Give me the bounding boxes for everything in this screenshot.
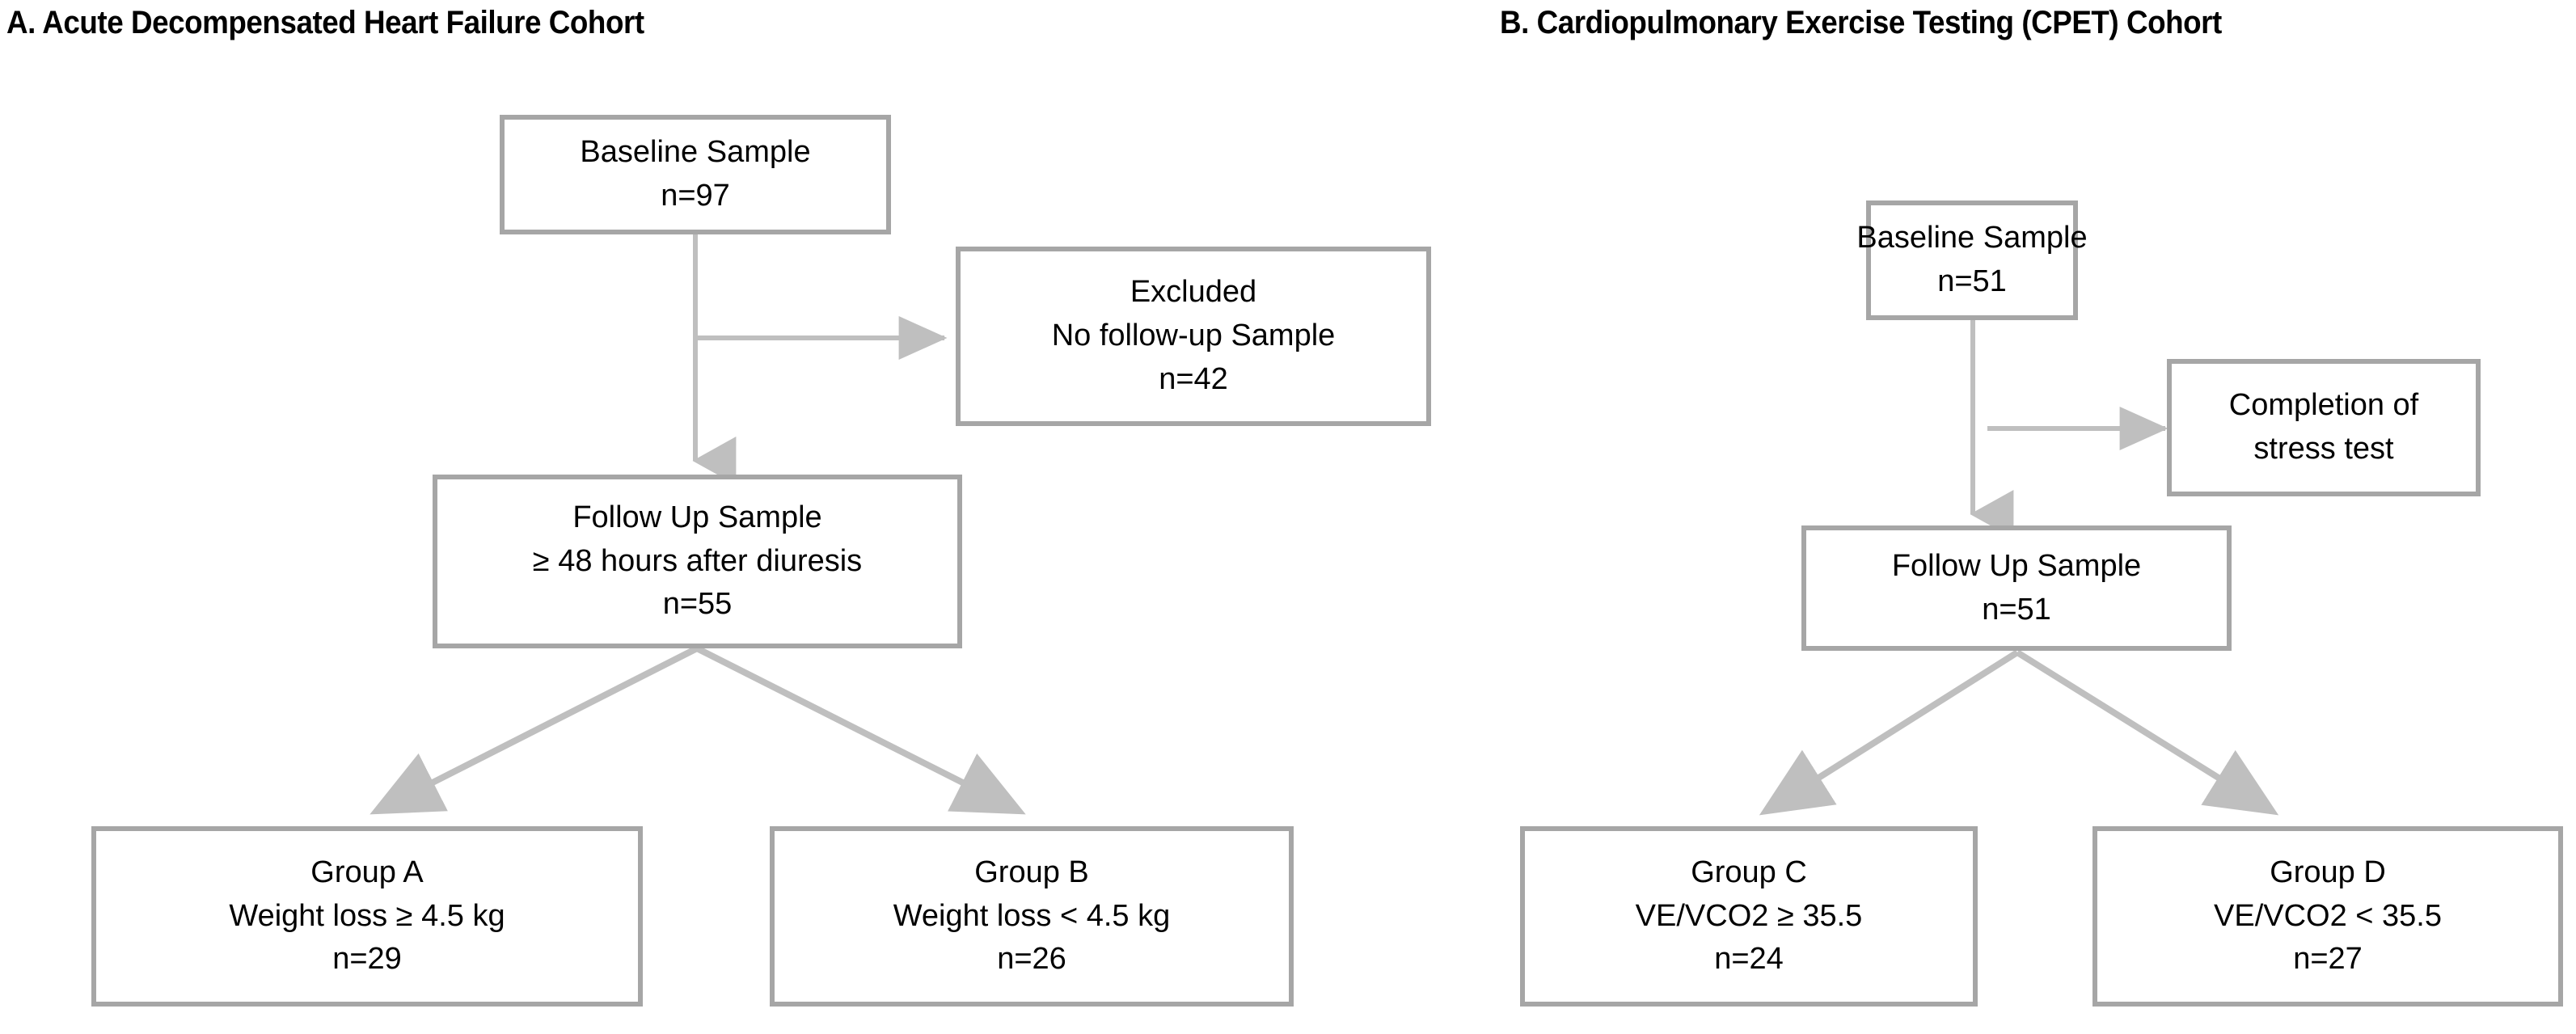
node-line: Baseline Sample — [580, 135, 811, 170]
node-line: Weight loss < 4.5 kg — [893, 898, 1171, 933]
node-line: No follow-up Sample — [1051, 319, 1336, 353]
node-b-followup-sample[interactable]: Follow Up Sample n=51 — [1801, 525, 2232, 651]
node-line: Group B — [974, 855, 1089, 889]
node-line: n=51 — [1982, 592, 2051, 627]
node-line: VE/VCO2 ≥ 35.5 — [1635, 898, 1863, 933]
panel-b-title: B. Cardiopulmonary Exercise Testing (CPE… — [1500, 5, 2222, 40]
edge-a-followup-to-group-a — [370, 645, 699, 815]
node-line: n=55 — [662, 587, 733, 622]
node-line: Weight loss ≥ 4.5 kg — [229, 898, 505, 933]
node-b-group-c[interactable]: Group C VE/VCO2 ≥ 35.5 n=24 — [1520, 826, 1978, 1007]
node-line: ≥ 48 hours after diuresis — [532, 543, 863, 578]
node-line: n=42 — [1159, 361, 1228, 396]
node-line: n=26 — [997, 942, 1066, 977]
node-line: Follow Up Sample — [572, 500, 822, 534]
node-line: Excluded — [1130, 275, 1257, 310]
node-a-followup-sample[interactable]: Follow Up Sample ≥ 48 hours after diures… — [433, 475, 962, 648]
node-b-group-d[interactable]: Group D VE/VCO2 < 35.5 n=27 — [2092, 826, 2563, 1007]
node-line: Baseline Sample — [1856, 221, 2088, 255]
edge-b-followup-to-group-c — [1759, 649, 2020, 816]
node-a-excluded[interactable]: Excluded No follow-up Sample n=42 — [956, 247, 1431, 426]
node-line: stress test — [2253, 432, 2394, 466]
node-a-group-b[interactable]: Group B Weight loss < 4.5 kg n=26 — [770, 826, 1294, 1007]
node-line: Group A — [310, 855, 424, 889]
node-line: n=97 — [661, 179, 730, 213]
node-line: Completion of — [2228, 388, 2419, 423]
node-a-group-a[interactable]: Group A Weight loss ≥ 4.5 kg n=29 — [91, 826, 643, 1007]
node-b-baseline-sample[interactable]: Baseline Sample n=51 — [1856, 200, 2088, 320]
node-line: Group D — [2270, 855, 2386, 889]
node-line: n=24 — [1714, 942, 1784, 977]
node-line: VE/VCO2 < 35.5 — [2214, 898, 2442, 933]
edge-b-followup-to-group-d — [2015, 649, 2279, 816]
node-line: n=51 — [1937, 264, 2007, 298]
node-line: Group C — [1691, 855, 1807, 889]
node-a-baseline-sample[interactable]: Baseline Sample n=97 — [500, 115, 891, 234]
panel-a-title: A. Acute Decompensated Heart Failure Coh… — [6, 5, 644, 40]
edge-a-followup-to-group-b — [695, 645, 1026, 815]
node-line: n=29 — [332, 942, 402, 977]
node-line: Follow Up Sample — [1891, 548, 2142, 583]
node-line: n=27 — [2293, 942, 2363, 977]
node-b-completion-of-stress-test[interactable]: Completion of stress test — [2167, 359, 2481, 496]
